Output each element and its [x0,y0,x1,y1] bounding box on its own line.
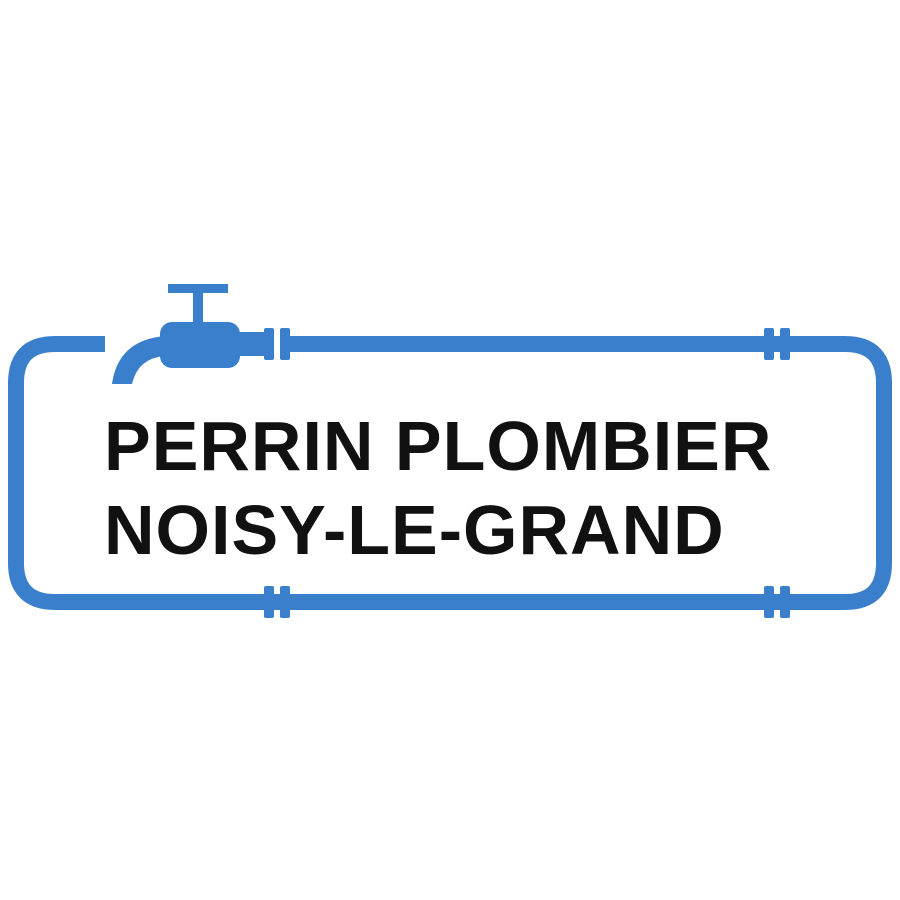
logo-line-1: PERRIN PLOMBIER [104,407,773,485]
faucet-icon [112,284,268,384]
logo-wordmark: PERRIN PLOMBIER NOISY-LE-GRAND [104,404,824,572]
logo-line-2: NOISY-LE-GRAND [104,491,725,569]
